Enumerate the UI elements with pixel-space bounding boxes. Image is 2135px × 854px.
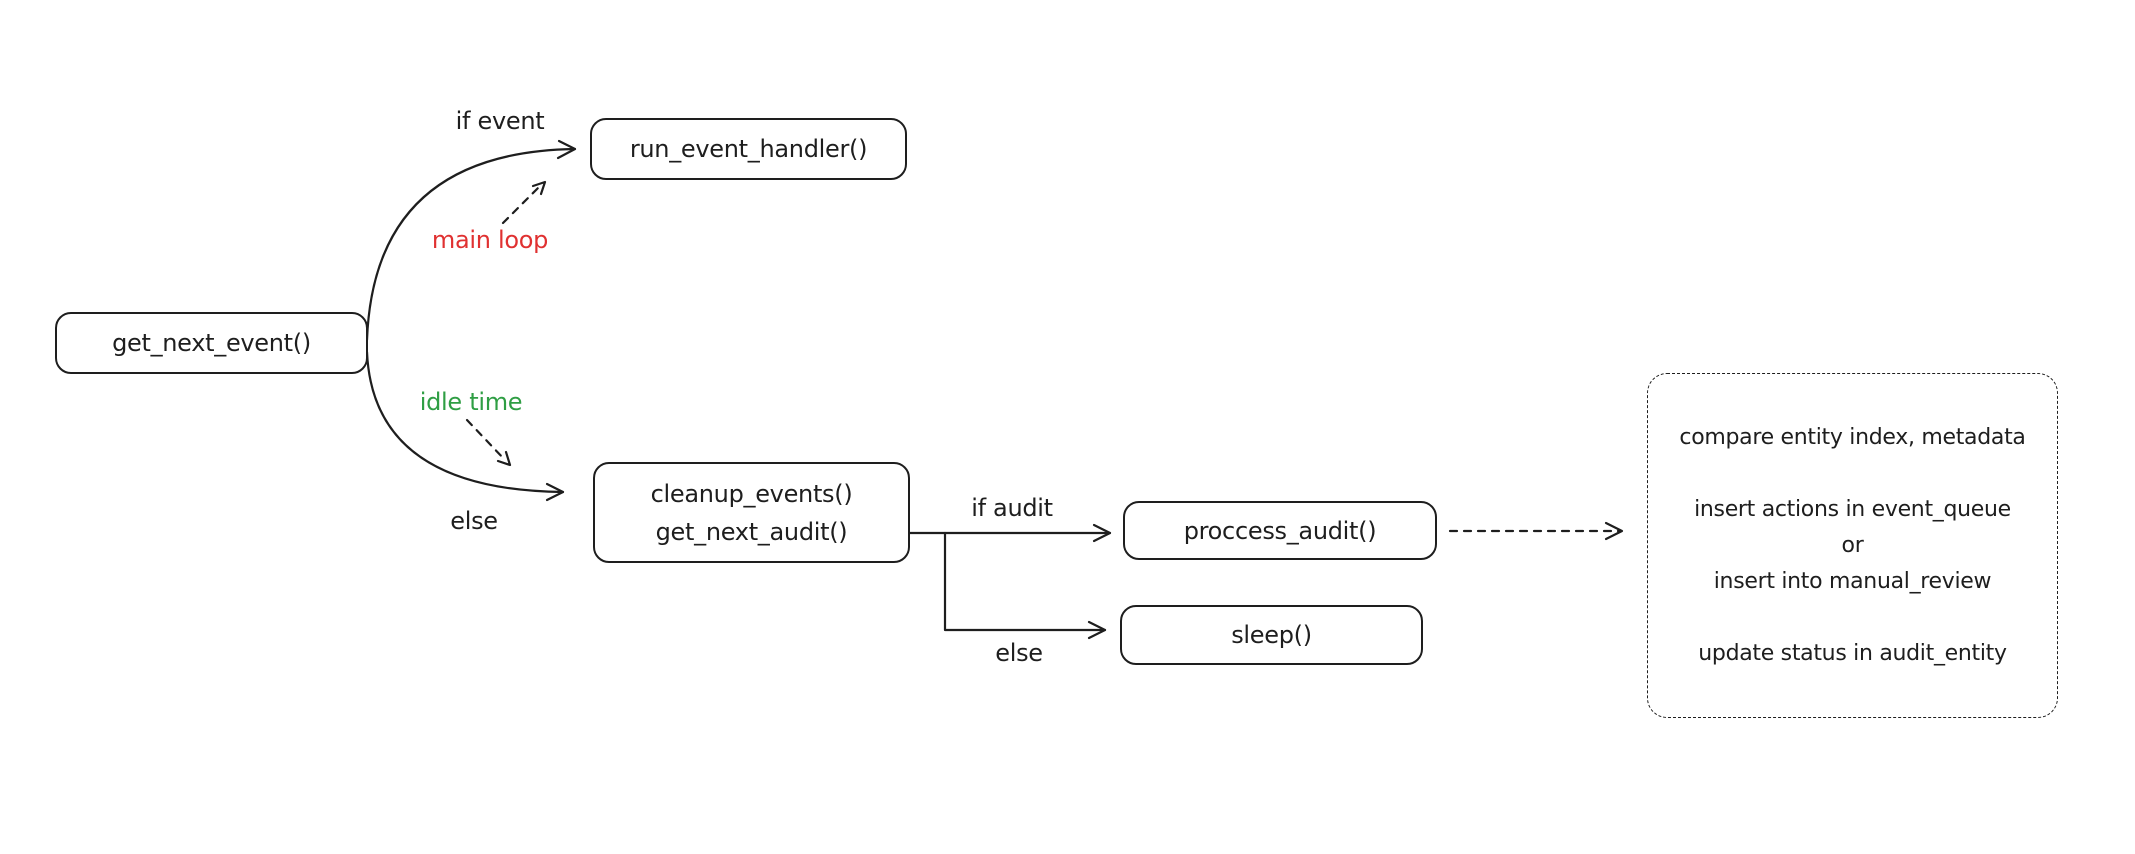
arrow-main-loop [501, 180, 547, 225]
notes-line-or: or [1841, 532, 1864, 558]
notes-line-insert-manual: insert into manual_review [1713, 568, 1992, 594]
edge-label-if-event: if event [455, 107, 545, 135]
arrow-proccess-to-notes [1448, 521, 1624, 541]
node-proccess-audit-label: proccess_audit() [1183, 516, 1377, 545]
edge-label-if-audit: if audit [971, 494, 1053, 522]
node-get-next-event: get_next_event() [55, 312, 368, 374]
node-proccess-audit: proccess_audit() [1123, 501, 1437, 560]
node-sleep: sleep() [1120, 605, 1423, 665]
notes-line-update-status: update status in audit_entity [1698, 640, 2007, 666]
notes-line-compare: compare entity index, metadata [1679, 424, 2026, 450]
node-audit-loop-line1: cleanup_events() [650, 479, 853, 508]
edge-label-else-bottom: else [995, 639, 1043, 667]
node-run-event-handler-label: run_event_handler() [629, 135, 868, 163]
edge-label-else-top: else [450, 507, 498, 535]
node-audit-loop-line2: get_next_audit() [655, 517, 848, 546]
arrow-idle-time [465, 418, 512, 467]
edge-label-idle-time: idle time [419, 388, 523, 416]
arrow-else-top [365, 350, 565, 502]
node-notes: compare entity index, metadata insert ac… [1647, 373, 2058, 718]
node-audit-loop: cleanup_events() get_next_audit() [593, 462, 910, 563]
arrow-else-bottom [943, 531, 1107, 640]
arrow-if-audit [879, 523, 1112, 543]
node-get-next-event-label: get_next_event() [112, 329, 311, 357]
node-run-event-handler: run_event_handler() [590, 118, 907, 180]
notes-line-insert-actions: insert actions in event_queue [1694, 496, 2011, 522]
node-sleep-label: sleep() [1231, 621, 1312, 649]
edge-label-main-loop: main loop [431, 226, 549, 254]
